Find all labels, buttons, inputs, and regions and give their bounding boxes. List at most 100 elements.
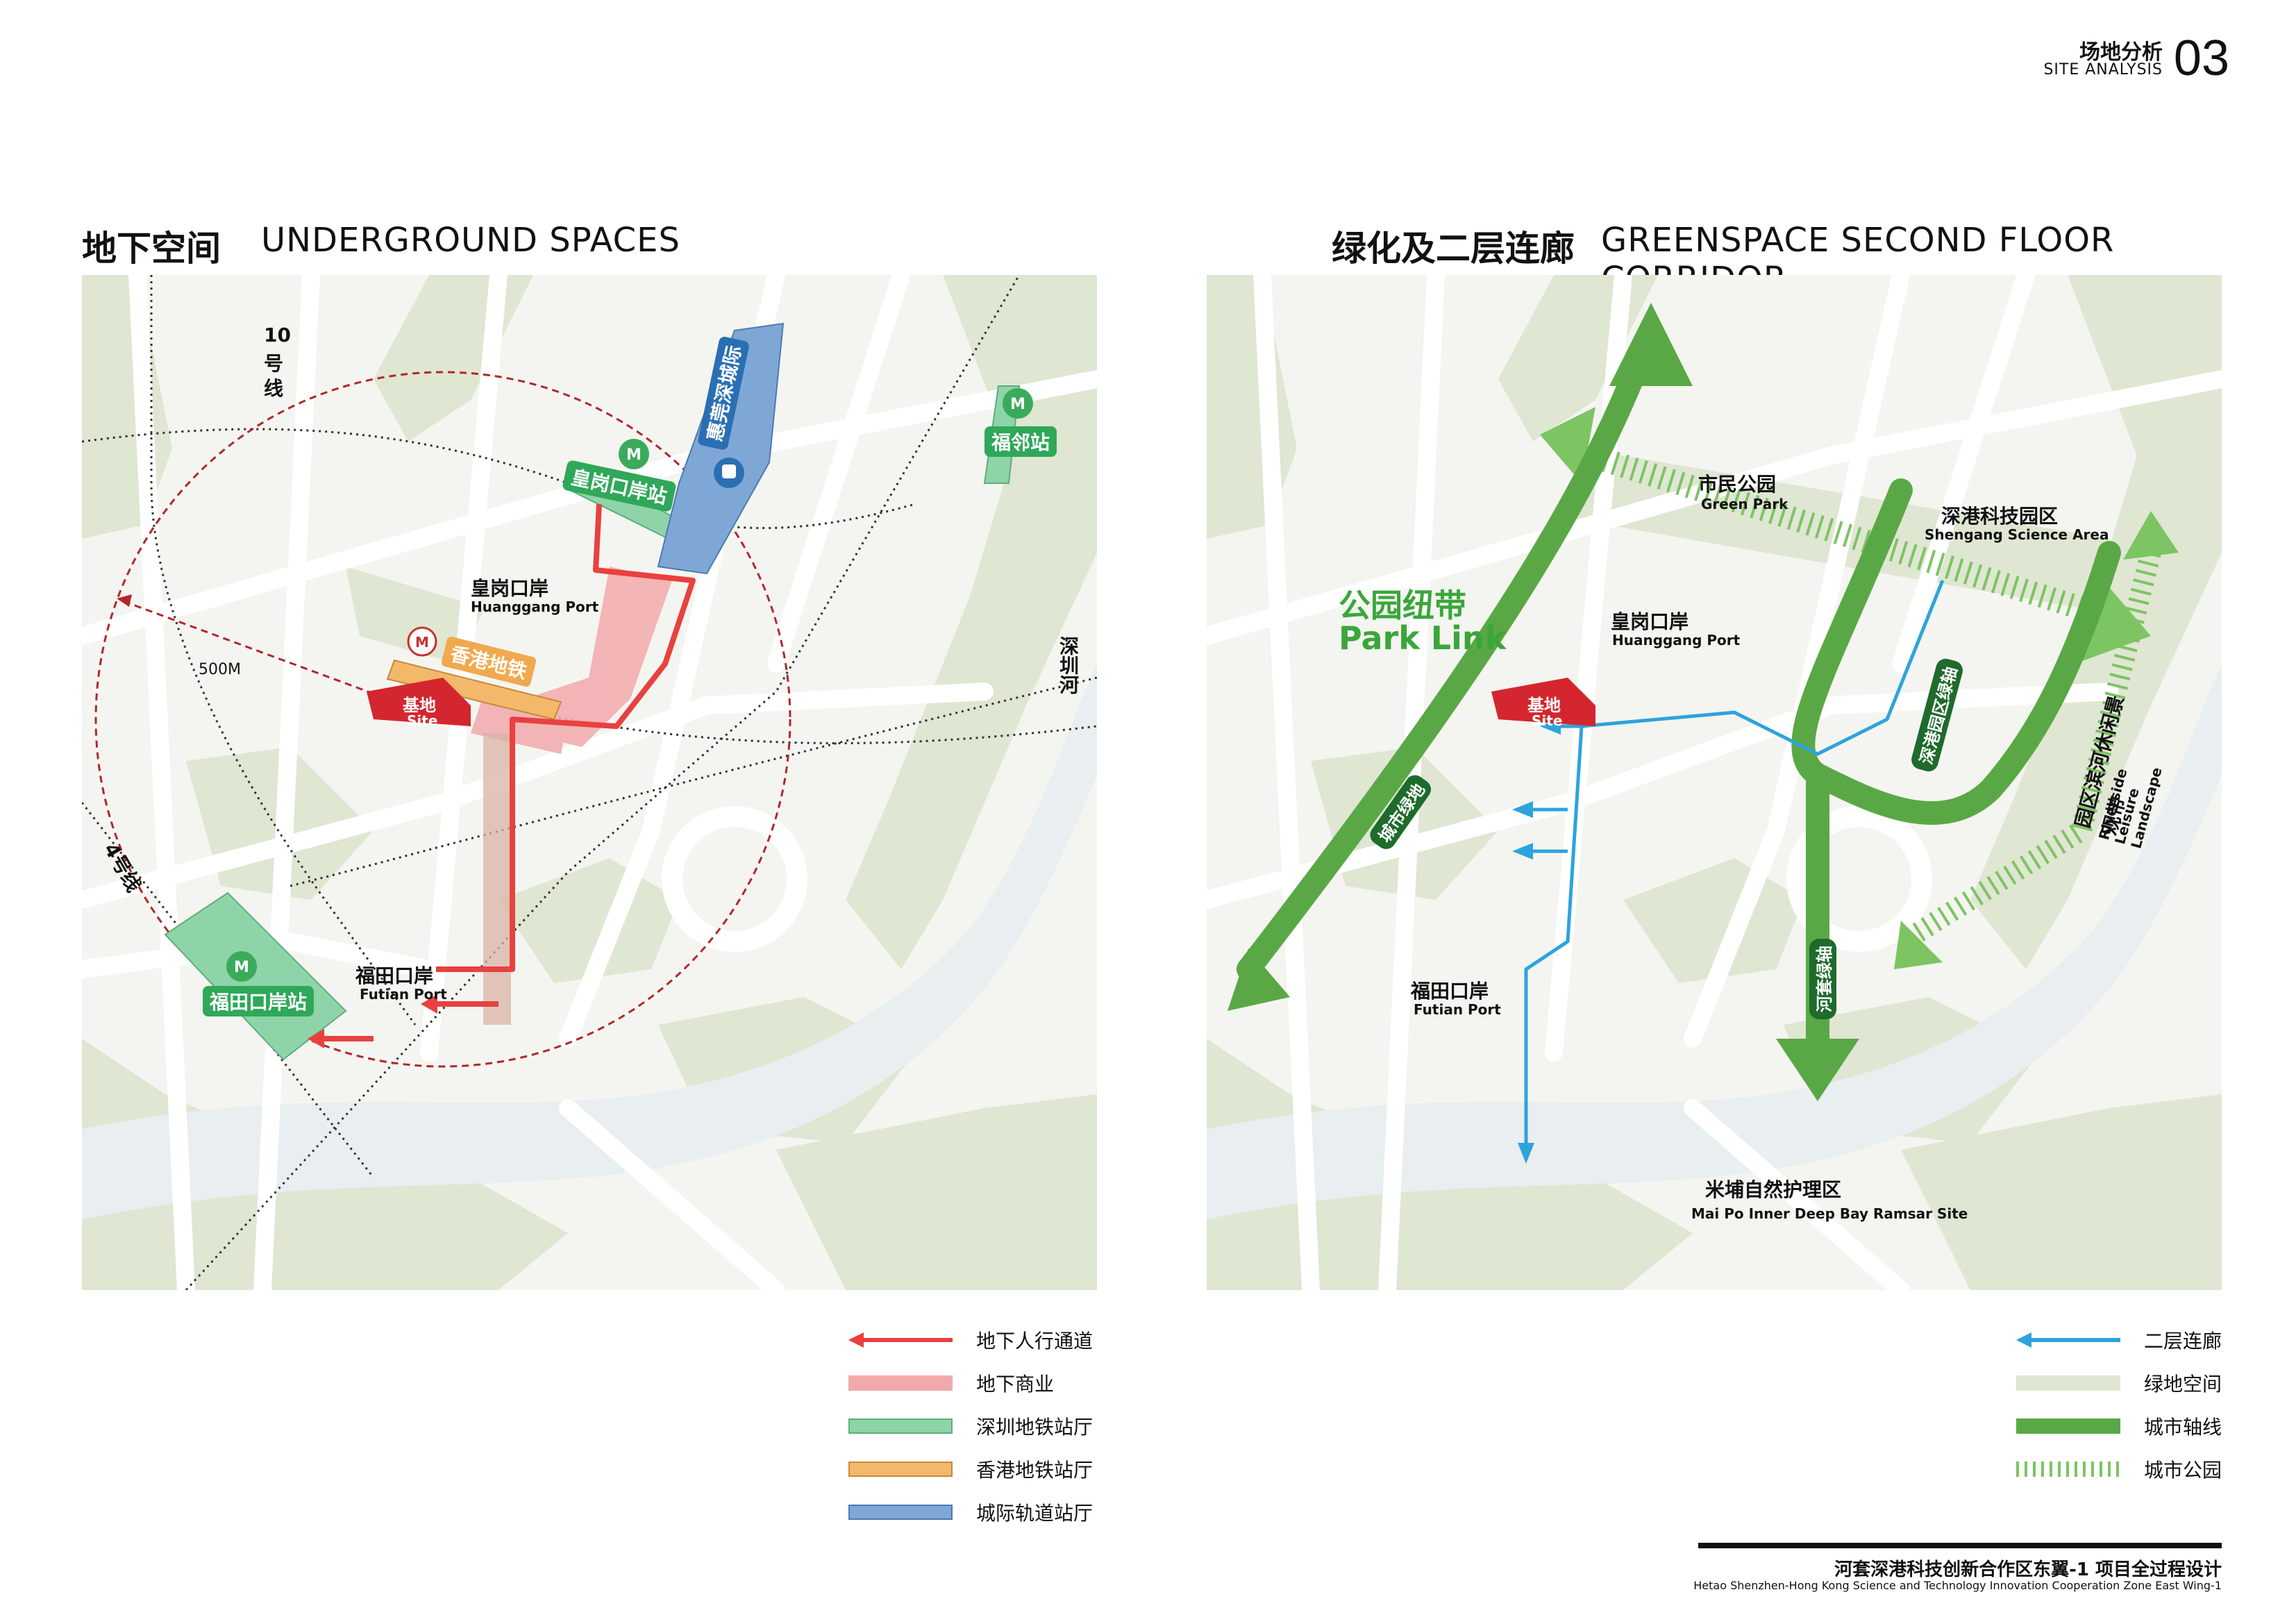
svg-text:M: M [1010,396,1025,413]
line10-label-1: 10 [264,324,291,346]
metro-icon-fulin: M [1003,388,1033,419]
futian-port-cn: 福田口岸 [355,964,434,987]
legend-left-row-commerce: 地下商业 [848,1369,1054,1397]
futian-station-label: 福田口岸站 [203,986,315,1016]
left-title-en: UNDERGROUND SPACES [261,221,680,260]
radius-label: 500M [199,661,241,678]
underground-map-svg: M M M M [82,275,1097,1290]
intercity-swatch [848,1505,953,1520]
huanggang-port-en-right: Huanggang Port [1612,632,1741,648]
hk-metro-icon: M [407,626,437,657]
underground-passage [318,503,696,1041]
underground-map: M M M M 10 号 线 4号线 500M 皇岗口岸 Huanggang P… [82,275,1097,1290]
river-label: 深圳河 [1057,636,1080,694]
corridor-arrow-south [1518,1143,1534,1164]
legend-right-row-park: 城市公园 [2016,1455,2222,1483]
legend-label: 地下人行通道 [976,1330,1093,1353]
civic-park-en: Green Park [1701,496,1788,512]
city-axis-swatch [2016,1418,2120,1434]
footer-rule [1698,1543,2222,1548]
hk-metro-swatch [848,1462,953,1477]
futian-port-en-right: Futian Port [1414,1001,1501,1018]
legend-right-row-axis: 城市轴线 [2016,1412,2222,1440]
legend-label: 二层连廊 [2144,1330,2222,1353]
passage-arrow-1 [421,994,437,1014]
footer-project-cn: 河套深港科技创新合作区东翼-1 项目全过程设计 [1834,1559,2222,1580]
site-label-en-right: Site [1532,712,1563,729]
legend-left-row-passage: 地下人行通道 [848,1326,1093,1354]
hetao-axis-label: 河套绿轴 [1809,939,1836,1019]
site-label-en: Site [407,712,438,729]
right-title-cn: 绿化及二层连廊 [1332,228,1575,269]
legend-label: 地下商业 [976,1373,1055,1396]
site-shape-right [1491,678,1595,726]
corridor-arrow-1 [1512,801,1533,818]
legend-left-row-szmetro: 深圳地铁站厅 [848,1412,1093,1440]
legend-label: 深圳地铁站厅 [976,1416,1093,1439]
park-arrow-north [2123,511,2179,560]
metro-icon-futian: M [226,951,257,982]
axis-arrow-north [1609,303,1693,386]
huanggang-port-en: Huanggang Port [471,598,599,615]
svg-text:M: M [415,634,429,651]
header-title-en: SITE ANALYSIS [2043,61,2163,78]
corridor-arrow-2 [1512,843,1533,860]
huanggang-port-cn-right: 皇岗口岸 [1611,610,1689,633]
futian-port-cn-right: 福田口岸 [1411,980,1489,1003]
underground-commerce-strip [483,733,511,1025]
site-label-cn: 基地 [403,696,436,715]
passage-arrow-swatch [848,1332,953,1348]
huanggang-port-cn: 皇岗口岸 [471,577,549,600]
civic-park-cn: 市民公园 [1698,473,1777,496]
site-label-cn-right: 基地 [1527,696,1561,715]
header-title-cn: 场地分析 [2079,40,2163,65]
page-header: 场地分析 SITE ANALYSIS 03 [1979,31,2229,93]
city-park-swatch [2016,1462,2120,1477]
park-arrow-east [2075,587,2151,664]
svg-text:M: M [626,446,642,464]
park-arrow-south [1894,921,1943,969]
page-number: 03 [2173,31,2229,86]
roundabout-right [1786,806,1932,952]
corridor-arrow-swatch [2016,1332,2120,1348]
green-space-swatch [2016,1375,2120,1391]
site-shape [367,678,471,726]
legend-right-row-corridor: 二层连廊 [2016,1326,2222,1354]
axis-arrow-southwest [1227,948,1290,1011]
greenspace-map-svg [1207,275,2222,1290]
maipo-en: Mai Po Inner Deep Bay Ramsar Site [1691,1205,1968,1222]
legend-label: 绿地空间 [2144,1373,2222,1396]
futian-port-en: Futian Port [360,986,447,1003]
legend-left-row-hkmetro: 香港地铁站厅 [848,1455,1093,1483]
roundabout [662,806,807,952]
metro-icon-huanggang: M [619,439,649,469]
river [82,664,1097,1219]
radius-circle [94,371,791,1068]
svg-text:M: M [234,959,249,976]
sz-metro-swatch [848,1418,953,1434]
legend-label: 城市轴线 [2144,1416,2222,1439]
science-area-en: Shengang Science Area [1925,526,2109,543]
city-park-hatch [1564,437,2161,944]
train-icon [714,458,744,488]
left-title-cn: 地下空间 [82,228,221,269]
legend-left-row-intercity: 城际轨道站厅 [848,1498,1093,1526]
legend-label: 香港地铁站厅 [976,1459,1093,1482]
greenspace-map: 公园纽带 Park Link 市民公园 Green Park 深港科技园区 Sh… [1207,275,2222,1290]
park-link-en: Park Link [1339,619,1507,657]
radius-arrowhead [117,594,132,607]
axis-arrow-south [1776,1039,1859,1101]
passage-arrow-2 [308,1029,324,1048]
park-link-cn: 公园纽带 [1339,587,1466,624]
footer-project-en: Hetao Shenzhen-Hong Kong Science and Tec… [1693,1579,2222,1592]
fulin-station-label: 福邻站 [984,426,1057,457]
line10-label-3: 线 [264,377,284,400]
legend-label: 城市公园 [2144,1459,2222,1482]
river-right [1207,664,2222,1219]
legend-right-row-green: 绿地空间 [2016,1369,2222,1397]
line10-label-2: 号 [264,352,284,375]
legend-label: 城际轨道站厅 [976,1502,1093,1525]
commerce-swatch [848,1375,953,1391]
science-area-cn: 深港科技园区 [1941,505,2059,528]
maipo-cn: 米埔自然护理区 [1705,1178,1842,1201]
